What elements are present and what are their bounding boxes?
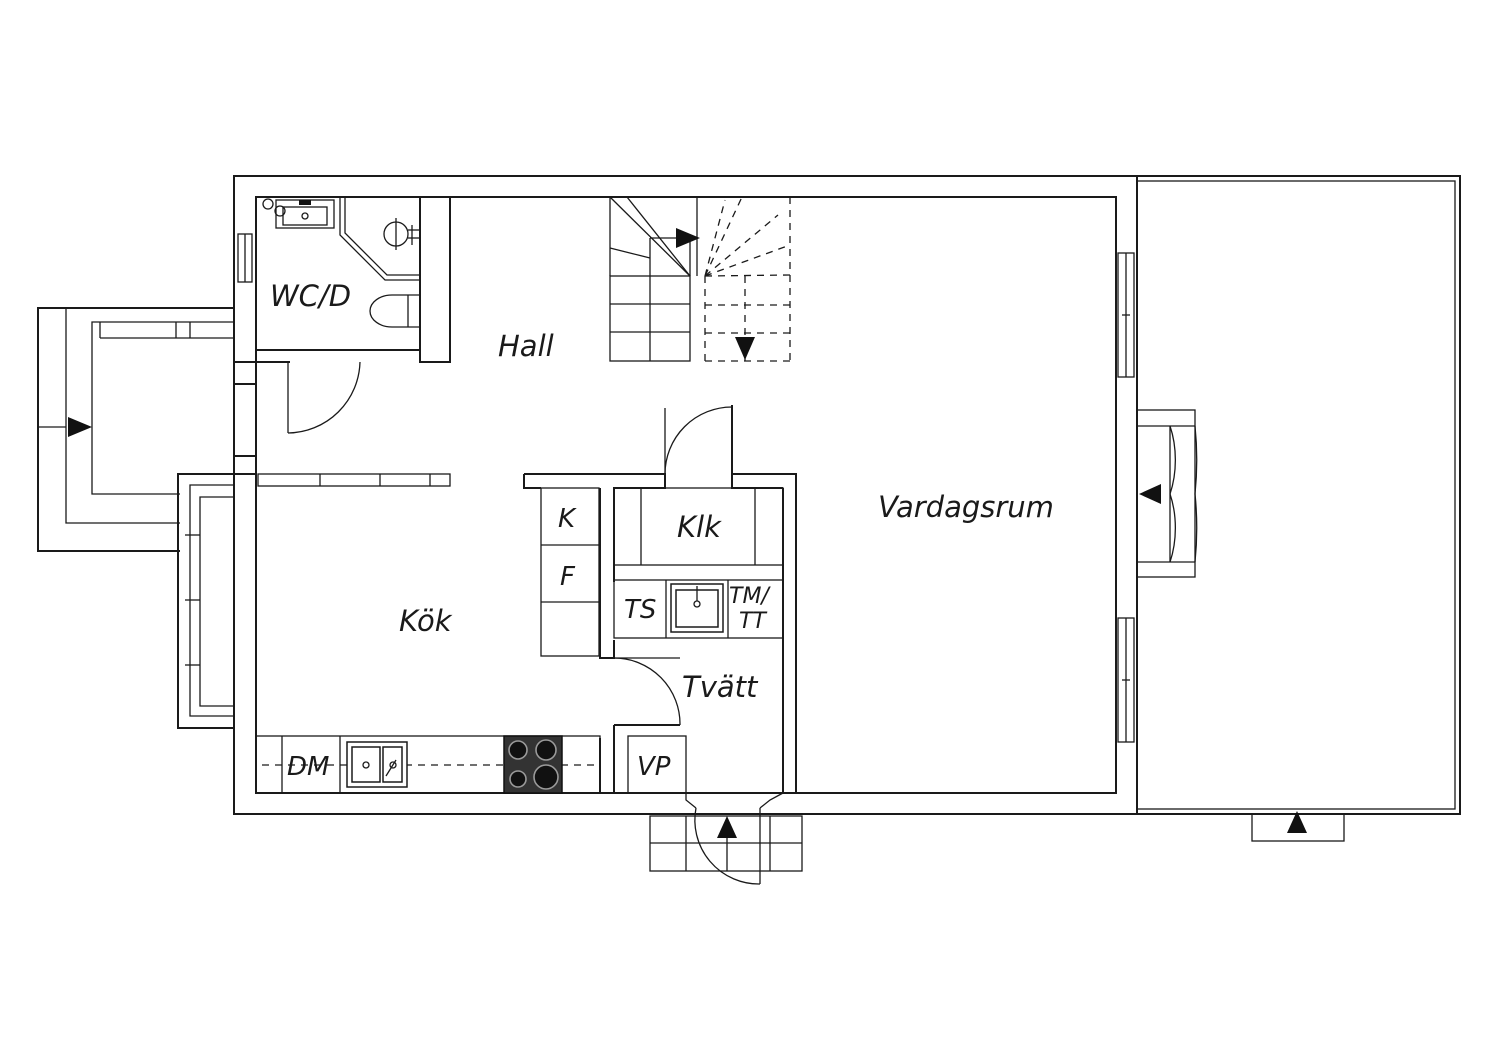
- kitchen-bay-window: [177, 473, 234, 729]
- fixture-label-k: K: [558, 504, 577, 534]
- fixture-label-ts: TS: [624, 595, 656, 625]
- left-porch-arrow: [68, 417, 92, 437]
- doors: [287, 361, 1198, 885]
- terrace-door-arrow: [1139, 484, 1161, 504]
- fixture-label-vp: VP: [637, 752, 671, 782]
- stair-up-arrow: [676, 228, 700, 248]
- fixture-label-tm: TM/: [729, 584, 771, 609]
- room-label-tvatt: Tvätt: [682, 670, 759, 704]
- kitchen-fixtures: [255, 487, 784, 794]
- entrance-steps: [649, 815, 803, 872]
- room-label-klk: Klk: [677, 510, 722, 544]
- fixture-label-dm: DM: [287, 752, 329, 782]
- room-label-wc: WC/D: [270, 279, 351, 313]
- room-label-vardagsrum: Vardagsrum: [878, 490, 1054, 524]
- fixture-label-f: F: [560, 562, 576, 592]
- staircase: [609, 196, 791, 362]
- windows: [237, 233, 1135, 743]
- left-porch: [37, 307, 234, 552]
- fixture-labels: K F TS TM/ TT DM VP: [287, 504, 771, 782]
- fixture-label-tt: TT: [739, 609, 767, 634]
- room-label-hall: Hall: [498, 329, 554, 363]
- entrance-arrow: [717, 816, 737, 838]
- terrace-entrance-arrow: [1287, 811, 1307, 833]
- stair-down-arrow: [735, 337, 755, 360]
- terrace: [1136, 175, 1461, 842]
- room-labels: WC/D Hall Klk Vardagsrum Kök Tvätt: [270, 279, 1054, 704]
- wc-fixtures: [262, 197, 420, 328]
- room-label-kok: Kök: [399, 604, 453, 638]
